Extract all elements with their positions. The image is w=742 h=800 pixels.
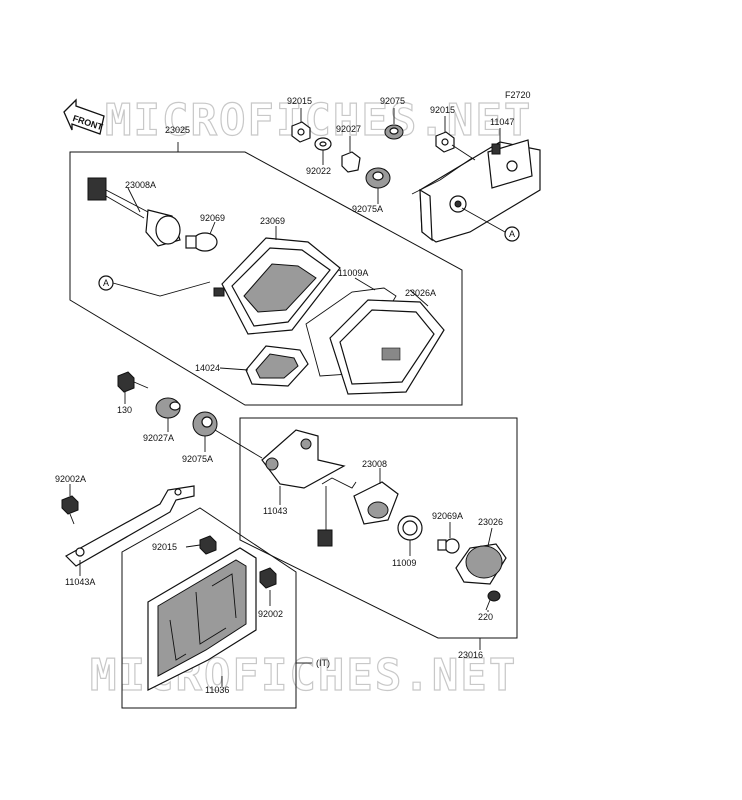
collar-92027A xyxy=(155,397,181,419)
collar-92027 xyxy=(341,151,361,173)
bracket-11047 xyxy=(411,139,541,243)
part-label-92015-right: 92015 xyxy=(430,105,455,115)
part-label-11043A: 11043A xyxy=(65,577,95,587)
part-label-11009A: 11009A xyxy=(338,268,368,278)
taillight-assembly-outline xyxy=(69,151,463,406)
nut-92015-right xyxy=(435,131,455,153)
bracket-11043 xyxy=(261,429,346,489)
part-label-92022: 92022 xyxy=(306,166,331,176)
diagram-code: F2720 xyxy=(505,90,531,100)
license-plate-bracket-11036 xyxy=(147,547,257,691)
ring-11009 xyxy=(397,515,423,541)
part-label-130: 130 xyxy=(117,405,132,415)
part-label-23069: 23069 xyxy=(260,216,285,226)
part-label-11047: 11047 xyxy=(490,117,514,127)
lens-23026 xyxy=(455,543,507,585)
gasket-11009A xyxy=(305,287,397,377)
part-label-92027A: 92027A xyxy=(143,433,174,443)
front-arrow-icon: FRONT xyxy=(63,98,105,135)
socket-23008A xyxy=(87,177,181,247)
bolt-92002A xyxy=(61,495,79,525)
grommet-92075A-mid xyxy=(192,411,218,437)
lens-23026A xyxy=(329,299,445,395)
part-label-92015-top: 92015 xyxy=(287,96,312,106)
part-label-92075A-mid: 92075A xyxy=(182,454,213,464)
bulb-92069A xyxy=(437,538,460,554)
nut-92015-low xyxy=(199,535,217,555)
grommet-14024 xyxy=(245,345,309,387)
ref-marker-a-right: A xyxy=(509,229,515,239)
bulb-92069 xyxy=(185,232,218,252)
part-label-23026: 23026 xyxy=(478,517,503,527)
screw-220 xyxy=(485,590,501,611)
part-label-92002A: 92002A xyxy=(55,474,86,484)
regional-note: (IT) xyxy=(316,658,330,668)
part-label-23008A: 23008A xyxy=(125,180,156,190)
socket-23008 xyxy=(317,477,399,547)
watermark-top: MICROFICHES.NET xyxy=(105,95,532,146)
bracket-11043A xyxy=(65,485,195,567)
part-label-92015-low: 92015 xyxy=(152,542,177,552)
ref-marker-a-left: A xyxy=(103,278,109,288)
part-label-11043: 11043 xyxy=(263,506,287,516)
grommet-92075A-top xyxy=(365,167,391,189)
license-light-assembly-outline xyxy=(239,417,518,639)
part-label-11036: 11036 xyxy=(205,685,229,695)
washer-92022 xyxy=(314,137,332,151)
bolt-130 xyxy=(117,371,149,393)
part-label-23025: 23025 xyxy=(165,125,190,135)
part-label-23026A: 23026A xyxy=(405,288,436,298)
taillight-housing-23069 xyxy=(213,237,341,335)
part-label-92069A: 92069A xyxy=(432,511,463,521)
part-label-92069: 92069 xyxy=(200,213,225,223)
part-label-92075: 92075 xyxy=(380,96,405,106)
nut-92015-top xyxy=(291,121,311,143)
bolt-92002 xyxy=(259,567,277,589)
part-label-92027: 92027 xyxy=(336,124,361,134)
part-label-11009: 11009 xyxy=(392,558,416,568)
part-label-23016: 23016 xyxy=(458,650,483,660)
grommet-92075 xyxy=(384,124,404,140)
part-label-14024: 14024 xyxy=(195,363,220,373)
part-label-220: 220 xyxy=(478,612,493,622)
part-label-92075A-top: 92075A xyxy=(352,204,383,214)
license-plate-outline xyxy=(121,507,297,709)
part-label-23008: 23008 xyxy=(362,459,387,469)
part-label-92002: 92002 xyxy=(258,609,283,619)
